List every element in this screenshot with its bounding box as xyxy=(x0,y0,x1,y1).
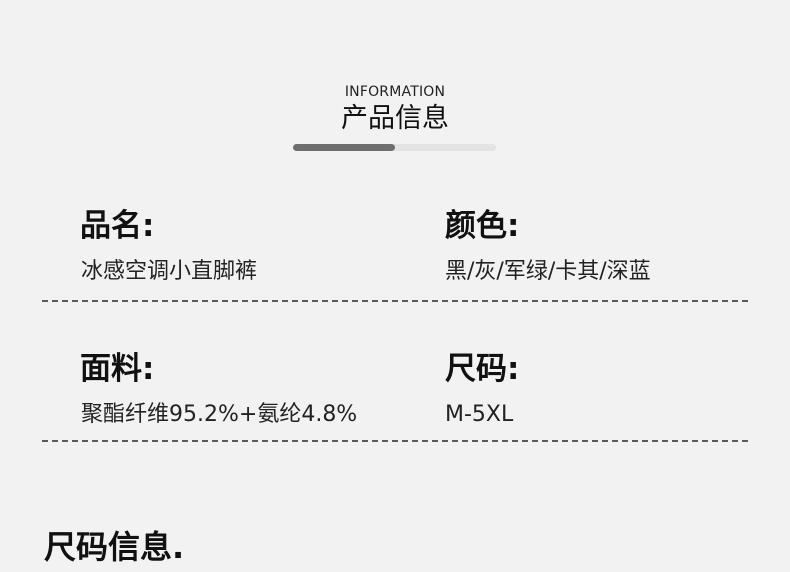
info-header: INFORMATION 产品信息 xyxy=(0,84,790,136)
product-name-label: 品名: xyxy=(80,208,155,244)
header-en-title: INFORMATION xyxy=(344,84,446,100)
header-progress-fill xyxy=(293,144,395,151)
size-info-title: 尺码信息. xyxy=(44,528,185,566)
fabric-value: 聚酯纤维95.2%+氨纶4.8% xyxy=(81,402,358,427)
color-label: 颜色: xyxy=(445,208,520,244)
divider-1 xyxy=(42,300,748,302)
size-label: 尺码: xyxy=(445,351,520,387)
product-name-value: 冰感空调小直脚裤 xyxy=(81,259,258,284)
fabric-label: 面料: xyxy=(80,351,155,387)
divider-2 xyxy=(42,440,748,442)
size-value: M-5XL xyxy=(445,402,514,427)
color-value: 黑/灰/军绿/卡其/深蓝 xyxy=(445,259,651,284)
header-cn-title: 产品信息 xyxy=(341,103,449,134)
header-progress-bar xyxy=(293,144,496,151)
